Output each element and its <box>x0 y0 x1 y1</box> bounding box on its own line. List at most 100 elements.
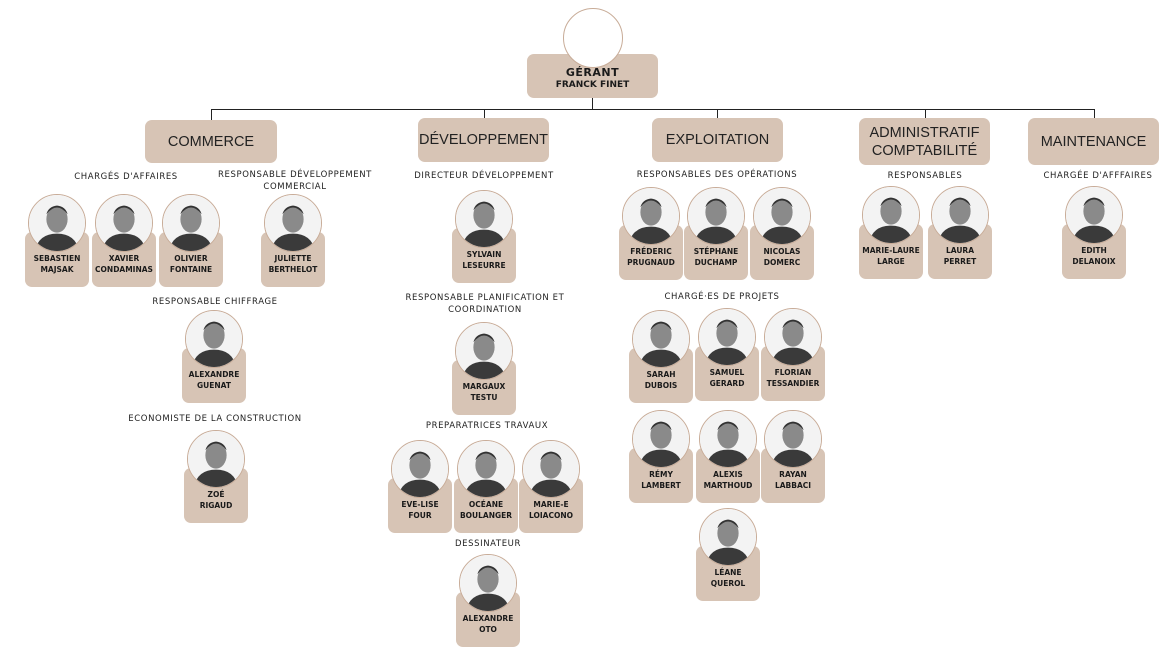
person-first-name: JULIETTE <box>274 254 312 263</box>
person-photo-icon <box>29 195 85 251</box>
person-last-name: BERTHELOT <box>268 265 318 274</box>
person-first-name: EVE-LISE <box>401 500 439 509</box>
dept-maintenance: MAINTENANCE <box>1028 118 1159 165</box>
avatar-photo <box>753 187 811 245</box>
person-name: EDITH DELANOIX <box>1054 245 1134 267</box>
person-name: ALEXIS MARTHOUD <box>688 469 768 491</box>
person-last-name: RIGAUD <box>199 501 233 510</box>
person-last-name: LESEURRE <box>462 261 506 270</box>
avatar-photo <box>699 508 757 566</box>
person-first-name: STÉPHANE <box>693 247 739 256</box>
dept-exploitation: EXPLOITATION <box>652 118 783 162</box>
person-first-name: MARIE-E <box>533 500 569 509</box>
head-role: GÉRANT <box>565 66 620 79</box>
person-photo-icon <box>623 188 679 244</box>
person-photo-icon <box>863 187 919 243</box>
person-photo-icon <box>163 195 219 251</box>
avatar-photo <box>764 308 822 366</box>
person-name: OLIVIER FONTAINE <box>151 253 231 275</box>
person-last-name: FONTAINE <box>169 265 213 274</box>
connector-commerce <box>211 109 212 120</box>
person-last-name: FOUR <box>408 511 432 520</box>
section-label-charges-projets: CHARGÉ·ES DE PROJETS <box>664 292 780 302</box>
person-first-name: EDITH <box>1081 246 1107 255</box>
connector-maint <box>1094 109 1095 120</box>
person-photo-icon <box>188 431 244 487</box>
person-photo-icon <box>754 188 810 244</box>
section-label-directeur-dev: DIRECTEUR DÉVELOPPEMENT <box>414 171 554 181</box>
section-label-preparatrices: PREPARATRICES TRAVAUX <box>425 421 549 431</box>
person-name: ALEXANDRE OTO <box>448 613 528 635</box>
person-photo-icon <box>96 195 152 251</box>
section-label-dessinateur: DESSINATEUR <box>454 539 522 549</box>
person-photo-icon <box>392 441 448 497</box>
person-last-name: TESTU <box>470 393 498 402</box>
person-first-name: FRÉDERIC <box>630 247 672 256</box>
person-photo-icon <box>460 555 516 611</box>
person-name: ZOÉ RIGAUD <box>176 489 256 511</box>
person-last-name: CONDAMINAS <box>95 265 153 274</box>
dept-commerce: COMMERCE <box>145 120 277 163</box>
person-photo-icon <box>932 187 988 243</box>
avatar-photo <box>687 187 745 245</box>
connector-dev <box>484 109 485 120</box>
person-last-name: LAMBERT <box>641 481 681 490</box>
section-label-charges-affaires: CHARGÉS D'AFFAIRES <box>74 172 178 182</box>
person-last-name: OTO <box>479 625 497 634</box>
avatar-photo <box>28 194 86 252</box>
section-label-resp-operations: RESPONSABLES DES OPÉRATIONS <box>636 170 798 180</box>
dept-developpement: DÉVELOPPEMENT <box>418 118 549 162</box>
avatar-photo <box>632 410 690 468</box>
person-first-name: NICOLAS <box>763 247 801 256</box>
person-first-name: MARIE-LAURE <box>862 246 920 255</box>
person-name: FRÉDERIC PRUGNAUD <box>611 246 691 268</box>
avatar-photo <box>764 410 822 468</box>
person-last-name: PRUGNAUD <box>627 258 675 267</box>
avatar-head <box>563 8 623 68</box>
person-first-name: ZOÉ <box>207 490 225 499</box>
person-first-name: SEBASTIEN <box>33 254 81 263</box>
person-last-name: DELANOIX <box>1072 257 1116 266</box>
connector-admin <box>925 109 926 120</box>
person-first-name: OLIVIER <box>174 254 208 263</box>
connector-horizontal <box>211 109 1095 110</box>
person-photo-icon <box>765 411 821 467</box>
avatar-photo <box>622 187 680 245</box>
person-name: JULIETTE BERTHELOT <box>253 253 333 275</box>
person-first-name: FLORIAN <box>774 368 812 377</box>
person-first-name: SAMUEL <box>709 368 745 377</box>
person-photo-icon <box>456 191 512 247</box>
person-photo-icon <box>456 323 512 379</box>
person-first-name: ALEXIS <box>713 470 743 479</box>
person-last-name: BOULANGER <box>459 511 513 520</box>
avatar-photo <box>455 190 513 248</box>
person-photo-icon <box>699 309 755 365</box>
avatar-photo <box>455 322 513 380</box>
dept-administratif: ADMINISTRATIF COMPTABILITÉ <box>859 118 990 165</box>
person-first-name: ALEXANDRE <box>462 614 514 623</box>
section-label-resp-dev-commercial: RESPONSABLE DÉVELOPPEMENT COMMERCIAL <box>218 170 372 192</box>
person-photo-icon <box>458 441 514 497</box>
avatar-photo <box>187 430 245 488</box>
person-last-name: MARTHOUD <box>703 481 753 490</box>
avatar-photo <box>862 186 920 244</box>
person-first-name: ALEXANDRE <box>188 370 240 379</box>
person-last-name: DUBOIS <box>644 381 678 390</box>
person-photo-icon <box>700 411 756 467</box>
avatar-photo <box>457 440 515 498</box>
avatar-photo <box>185 310 243 368</box>
person-photo-icon <box>688 188 744 244</box>
person-first-name: LAURA <box>945 246 975 255</box>
